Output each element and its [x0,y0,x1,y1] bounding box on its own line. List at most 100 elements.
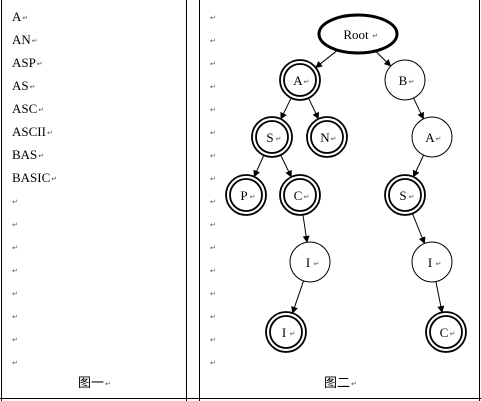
caption-figure-two: 图二↵ [324,377,357,391]
paragraph-mark: ↵ [12,313,18,321]
caption-figure-two-text: 图二 [324,376,351,391]
edge-arrow-a2-s2 [412,154,425,178]
paragraph-mark: ↵ [409,78,415,86]
paragraph-mark: ↵ [210,60,216,68]
paragraph-mark: ↵ [31,37,38,45]
paragraph-mark: ↵ [210,267,216,275]
tree-node-n: N↵ [306,116,348,158]
paragraph-mark: ↵ [29,83,36,91]
word-text: ASCII [12,124,46,139]
table-right-border [479,0,480,401]
caption-figure-one-text: 图一 [78,376,105,391]
paragraph-mark: ↵ [210,129,216,137]
node-inner-ring [283,63,317,97]
paragraph-mark: ↵ [210,198,216,206]
word-text: BAS [12,147,38,162]
node-label: N [320,130,330,145]
tree-node-s2: S↵ [384,174,426,216]
paragraph-mark: ↵ [210,106,216,114]
node-outline [317,13,399,55]
node-label: A [293,73,303,88]
word-item: AS↵ [12,79,36,94]
paragraph-mark: ↵ [105,380,111,388]
paragraph-mark: ↵ [210,14,216,22]
node-outline [411,241,453,283]
tree-node-root: Root↵ [317,13,399,55]
tree-node-b: B↵ [384,59,426,101]
word-item: ASCII↵ [12,125,53,140]
node-outline [225,174,267,216]
tree-node-i1: I↵ [289,241,331,283]
word-item: A↵ [12,10,28,25]
caption-figure-one: 图一↵ [78,377,111,391]
paragraph-mark: ↵ [12,290,18,298]
paragraph-mark: ↵ [210,221,216,229]
edge-arrow-root-b [375,50,392,67]
edge-arrow-s1-c1 [280,154,292,178]
tree-node-i2: I↵ [411,241,453,283]
word-text: AN [12,32,31,47]
tree-node-c1: C↵ [279,174,321,216]
paragraph-mark: ↵ [372,32,378,40]
paragraph-mark: ↵ [12,221,18,229]
paragraph-mark: ↵ [210,290,216,298]
tree-node-c2: C↵ [425,311,467,353]
paragraph-mark: ↵ [210,175,216,183]
paragraph-mark: ↵ [36,60,43,68]
node-outline [384,174,426,216]
word-item: ASC↵ [12,102,44,117]
node-outline [279,59,321,101]
table-left-border [1,0,2,401]
paragraph-mark: ↵ [12,198,18,206]
paragraph-mark: ↵ [210,244,216,252]
node-inner-ring [255,120,289,154]
edge-arrow-i2-c2 [435,281,445,314]
edge-arrow-a1-n [308,97,319,120]
node-outline [384,59,426,101]
paragraph-mark: ↵ [12,336,18,344]
edge-arrow-i1-i3 [291,280,304,314]
edge-arrow-s1-p [253,155,265,178]
node-label: C [294,188,303,203]
node-inner-ring [388,178,422,212]
tree-node-p: P↵ [225,174,267,216]
paragraph-mark: ↵ [12,267,18,275]
node-label: Root [343,27,369,42]
paragraph-mark: ↵ [38,152,45,160]
paragraph-mark: ↵ [290,330,296,338]
edge-arrow-a1-s1 [280,97,292,120]
node-outline [251,116,293,158]
paragraph-mark: ↵ [210,83,216,91]
paragraph-mark: ↵ [304,193,310,201]
node-label: S [266,130,273,145]
paragraph-mark: ↵ [409,193,415,201]
paragraph-mark: ↵ [276,135,282,143]
paragraph-mark: ↵ [314,260,320,268]
node-outline [411,116,453,158]
paragraph-mark: ↵ [450,330,456,338]
paragraph-mark: ↵ [351,380,357,388]
paragraph-mark: ↵ [436,135,442,143]
word-text: A [12,9,22,24]
tree-node-s1: S↵ [251,116,293,158]
node-label: P [240,188,247,203]
node-outline [289,241,331,283]
paragraph-mark: ↵ [12,244,18,252]
edge-arrow-c1-i1 [302,214,310,243]
node-inner-ring [229,178,263,212]
column-divider-right [199,0,200,401]
word-text: ASP [12,55,36,70]
paragraph-mark: ↵ [436,260,442,268]
edge-arrow-s2-i2 [412,213,426,245]
node-inner-ring [269,315,303,349]
node-outline [279,174,321,216]
table-bottom-border [0,398,481,399]
word-item: BASIC↵ [12,171,57,186]
tree-node-i3: I↵ [265,311,307,353]
word-text: BASIC [12,170,51,185]
edge-arrow-b-a2 [413,97,424,120]
paragraph-mark: ↵ [22,14,29,22]
node-label: A [425,130,435,145]
word-item: BAS↵ [12,148,44,163]
